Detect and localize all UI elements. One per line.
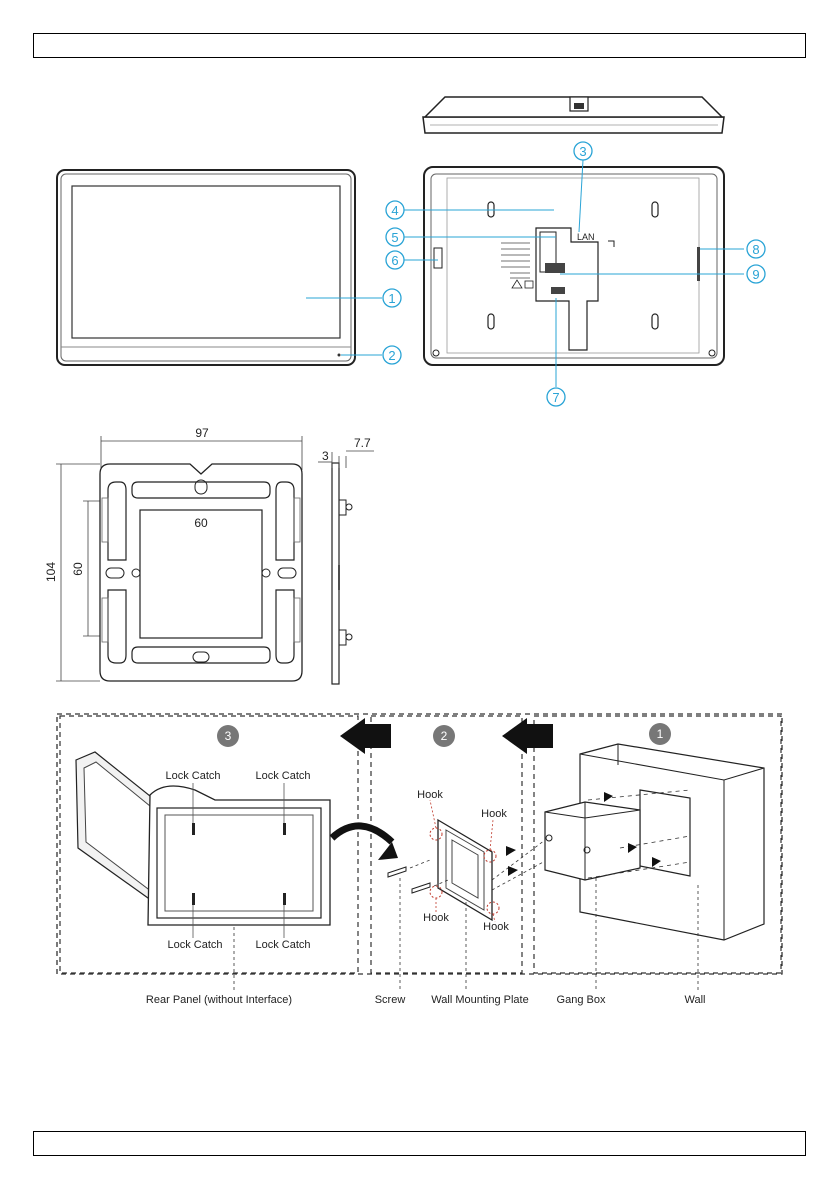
dim-inner-width: 60 bbox=[194, 516, 208, 530]
mounting-plate-drawing bbox=[56, 436, 302, 681]
hook-label: Hook bbox=[481, 808, 507, 820]
step-arrow-left bbox=[502, 718, 553, 754]
step-number-1: 1 bbox=[657, 727, 664, 741]
step-number-2: 2 bbox=[441, 729, 448, 743]
dim-inner-height: 60 bbox=[71, 562, 85, 576]
dim-offset: 3 bbox=[322, 449, 329, 463]
step-3-illustration bbox=[76, 752, 398, 990]
step-1-illustration bbox=[545, 744, 764, 990]
callout-3: 3 bbox=[579, 144, 586, 159]
step-number-3: 3 bbox=[225, 729, 232, 743]
screw-label: Screw bbox=[375, 994, 406, 1006]
hook-label: Hook bbox=[417, 789, 443, 801]
hook-label: Hook bbox=[423, 912, 449, 924]
dim-depth: 7.7 bbox=[354, 436, 371, 450]
lock-catch-label: Lock Catch bbox=[255, 770, 310, 782]
rear-panel-label: Rear Panel (without Interface) bbox=[146, 994, 292, 1006]
lock-catch-label: Lock Catch bbox=[165, 770, 220, 782]
device-front-view bbox=[57, 170, 382, 365]
dim-height: 104 bbox=[44, 562, 58, 582]
callout-5: 5 bbox=[391, 230, 398, 245]
wall-mounting-plate-label: Wall Mounting Plate bbox=[431, 994, 528, 1006]
device-top-view bbox=[423, 97, 724, 133]
gang-box-label: Gang Box bbox=[557, 994, 606, 1006]
lock-catch-label: Lock Catch bbox=[255, 939, 310, 951]
callout-8: 8 bbox=[752, 242, 759, 257]
mounting-plate-side-view bbox=[318, 451, 374, 684]
callout-4: 4 bbox=[391, 203, 398, 218]
lan-label: LAN bbox=[577, 232, 595, 242]
callout-6: 6 bbox=[391, 253, 398, 268]
callout-7: 7 bbox=[552, 390, 559, 405]
device-rear-view: LAN bbox=[404, 160, 744, 387]
lock-catch-label: Lock Catch bbox=[167, 939, 222, 951]
hook-label: Hook bbox=[483, 921, 509, 933]
dim-width: 97 bbox=[195, 426, 209, 440]
callout-9: 9 bbox=[752, 267, 759, 282]
wall-label: Wall bbox=[685, 994, 706, 1006]
step-arrow-left bbox=[340, 718, 391, 754]
callout-1: 1 bbox=[388, 291, 395, 306]
callout-2: 2 bbox=[388, 348, 395, 363]
